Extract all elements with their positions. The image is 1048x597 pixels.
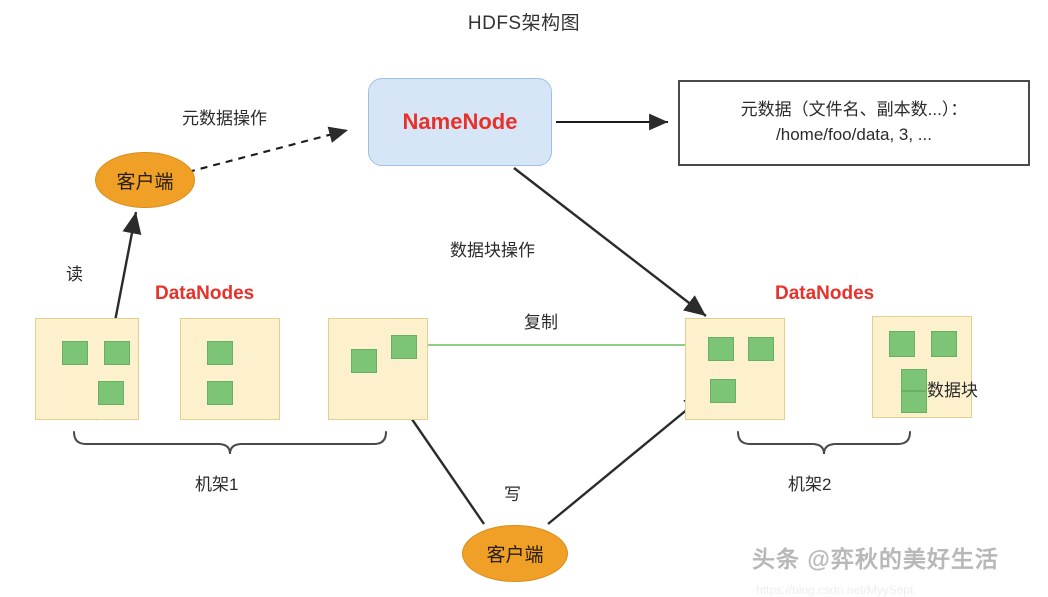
metadata-line-2: /home/foo/data, 3, ... — [776, 125, 932, 144]
namenode-label: NameNode — [402, 109, 518, 134]
datanodes-label-left: DataNodes — [155, 283, 255, 304]
data-block — [901, 369, 927, 391]
edge-label-write: 写 — [504, 485, 521, 504]
rack2-label: 机架2 — [788, 475, 832, 494]
datanode-box-3[interactable] — [328, 318, 428, 420]
data-block — [889, 331, 915, 357]
rack2-brace — [737, 431, 911, 455]
namenode-box[interactable]: NameNode — [368, 78, 552, 166]
page-title: HDFS架构图 — [467, 13, 581, 34]
client-node-bottom[interactable]: 客户端 — [462, 525, 568, 582]
datanodes-label-right: DataNodes — [775, 283, 875, 304]
client-bottom-label: 客户端 — [486, 545, 544, 566]
edge-write-right — [547, 393, 707, 525]
watermark-url: https://blog.csdn.net/MyySept — [756, 583, 914, 597]
data-block — [207, 341, 233, 365]
edge-label-replicate: 复制 — [524, 313, 558, 332]
data-block — [98, 381, 124, 405]
data-block — [710, 379, 736, 403]
client-top-label: 客户端 — [116, 171, 174, 193]
watermark-text: 头条 @弈秋的美好生活 — [752, 546, 999, 572]
data-block — [62, 341, 88, 365]
data-block — [901, 391, 927, 413]
metadata-line-1: 元数据（文件名、副本数...）： — [740, 100, 968, 120]
rack1-brace — [73, 431, 387, 455]
datablock-annotation-label: 数据块 — [927, 381, 978, 400]
metadata-box: 元数据（文件名、副本数...）： /home/foo/data, 3, ... — [678, 80, 1030, 166]
data-block — [931, 331, 957, 357]
data-block — [207, 381, 233, 405]
edge-label-block-operation: 数据块操作 — [450, 241, 535, 260]
client-node-top[interactable]: 客户端 — [95, 152, 195, 208]
datanode-box-5[interactable] — [872, 316, 972, 418]
datanode-box-4[interactable] — [685, 318, 785, 420]
edge-metadata-operation — [187, 126, 349, 174]
edge-label-read: 读 — [66, 265, 83, 284]
edge-label-metadata-operation: 元数据操作 — [182, 109, 267, 128]
rack1-label: 机架1 — [195, 475, 239, 494]
data-block — [748, 337, 774, 361]
edge-block-operation — [513, 167, 707, 317]
data-block — [104, 341, 130, 365]
data-block — [391, 335, 417, 359]
data-block — [708, 337, 734, 361]
datanode-box-2[interactable] — [180, 318, 280, 420]
datanode-box-1[interactable] — [35, 318, 139, 420]
data-block — [351, 349, 377, 373]
